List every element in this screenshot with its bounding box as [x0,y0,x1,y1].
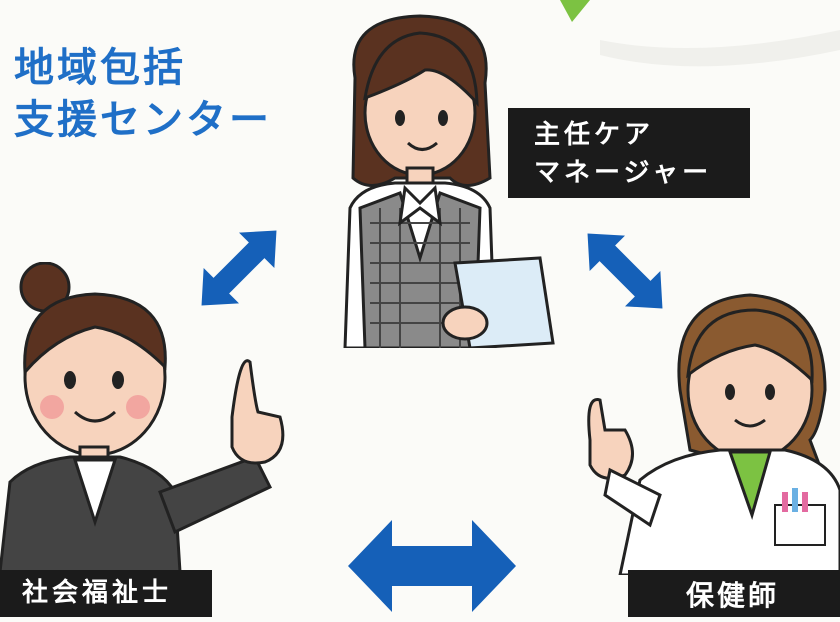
public-health-nurse-figure [587,293,840,575]
public-health-nurse-label: 保健師 [628,570,840,617]
care-manager-figure [343,14,555,348]
center-title: 地域包括 支援センター [14,42,272,146]
double-arrow-icon [348,520,516,612]
title-line-2: 支援センター [14,97,272,143]
social-worker-figure [0,262,285,572]
social-worker-label: 社会福祉士 [0,570,212,617]
double-arrow-icon [587,233,663,309]
care-manager-label-line-2: マネージャー [534,158,713,188]
care-manager-label-line-1: 主任ケア [534,120,655,150]
care-manager-label: 主任ケア マネージャー [508,108,750,198]
title-line-1: 地域包括 [14,45,186,91]
green-corner-accent [560,0,590,22]
double-arrow-icon [201,230,277,306]
